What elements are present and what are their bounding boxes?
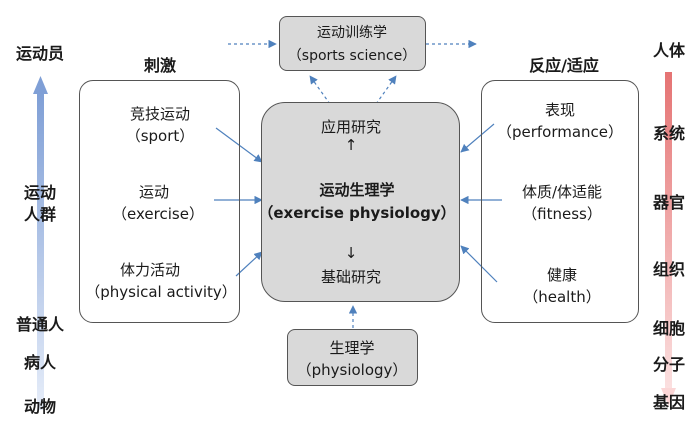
physiology-cn: 生理学 bbox=[329, 339, 375, 357]
sports-science-box: 运动训练学 （sports science） bbox=[279, 16, 426, 71]
stimulus-exercise-cn: 运动 bbox=[138, 183, 170, 201]
left-axis-low2: 病人 bbox=[23, 353, 57, 372]
left-axis-arrow bbox=[33, 76, 48, 410]
arrow-center-to-sports-right bbox=[375, 75, 397, 105]
response-box bbox=[481, 80, 639, 323]
left-axis-low1: 普通人 bbox=[15, 315, 65, 334]
stimulus-exercise-en: （exercise） bbox=[112, 205, 204, 223]
right-group-heading: 反应/适应 bbox=[529, 56, 599, 75]
left-axis-mid2: 人群 bbox=[23, 205, 57, 224]
center-title-cn: 运动生理学 bbox=[319, 181, 395, 199]
arrow-center-to-sports-left bbox=[309, 75, 331, 105]
center-title-en: （exercise physiology） bbox=[258, 204, 456, 222]
applied-research-label: 应用研究 bbox=[320, 118, 382, 136]
response-health-cn: 健康 bbox=[546, 266, 578, 284]
response-fitness-cn: 体质/体适能 bbox=[521, 183, 603, 201]
left-axis-mid1: 运动 bbox=[23, 183, 57, 202]
right-axis-arrow bbox=[661, 72, 676, 406]
right-axis-cell: 细胞 bbox=[652, 319, 686, 338]
arrow-activity-to-center bbox=[235, 251, 263, 277]
right-axis-tissue: 组织 bbox=[652, 260, 686, 279]
left-axis-top: 运动员 bbox=[15, 44, 65, 63]
up-arrow-icon: ↑ bbox=[344, 136, 358, 154]
stimulus-activity-cn: 体力活动 bbox=[119, 261, 181, 279]
right-axis-organ: 器官 bbox=[652, 193, 686, 212]
arrow-health-to-center bbox=[460, 245, 498, 283]
stimulus-activity-en: （physical activity） bbox=[85, 283, 237, 301]
sports-science-en: （sports science） bbox=[287, 48, 417, 64]
right-axis-gene: 基因 bbox=[652, 393, 686, 412]
down-arrow-icon: ↓ bbox=[344, 244, 358, 262]
response-health-en: （health） bbox=[523, 288, 601, 306]
exercise-physiology-box: 应用研究 ↑ 运动生理学 （exercise physiology） ↓ 基础研… bbox=[258, 102, 460, 302]
left-group-heading: 刺激 bbox=[143, 56, 177, 75]
stimulus-sport-en: （sport） bbox=[125, 127, 195, 145]
basic-research-label: 基础研究 bbox=[320, 268, 382, 286]
response-fitness-en: （fitness） bbox=[522, 205, 602, 223]
response-performance-cn: 表现 bbox=[544, 101, 576, 119]
right-axis-molecule: 分子 bbox=[652, 355, 686, 374]
physiology-en: （physiology） bbox=[296, 361, 408, 379]
right-axis-system: 系统 bbox=[652, 124, 686, 143]
right-axis-human: 人体 bbox=[652, 41, 686, 60]
response-performance-en: （performance） bbox=[496, 123, 624, 141]
left-axis-bottom: 动物 bbox=[23, 397, 57, 416]
stimulus-sport-cn: 竞技运动 bbox=[129, 105, 191, 123]
arrow-performance-to-center bbox=[460, 123, 495, 153]
sports-science-cn: 运动训练学 bbox=[317, 25, 387, 41]
stimulus-box bbox=[79, 80, 240, 323]
physiology-box: 生理学 （physiology） bbox=[287, 329, 418, 386]
